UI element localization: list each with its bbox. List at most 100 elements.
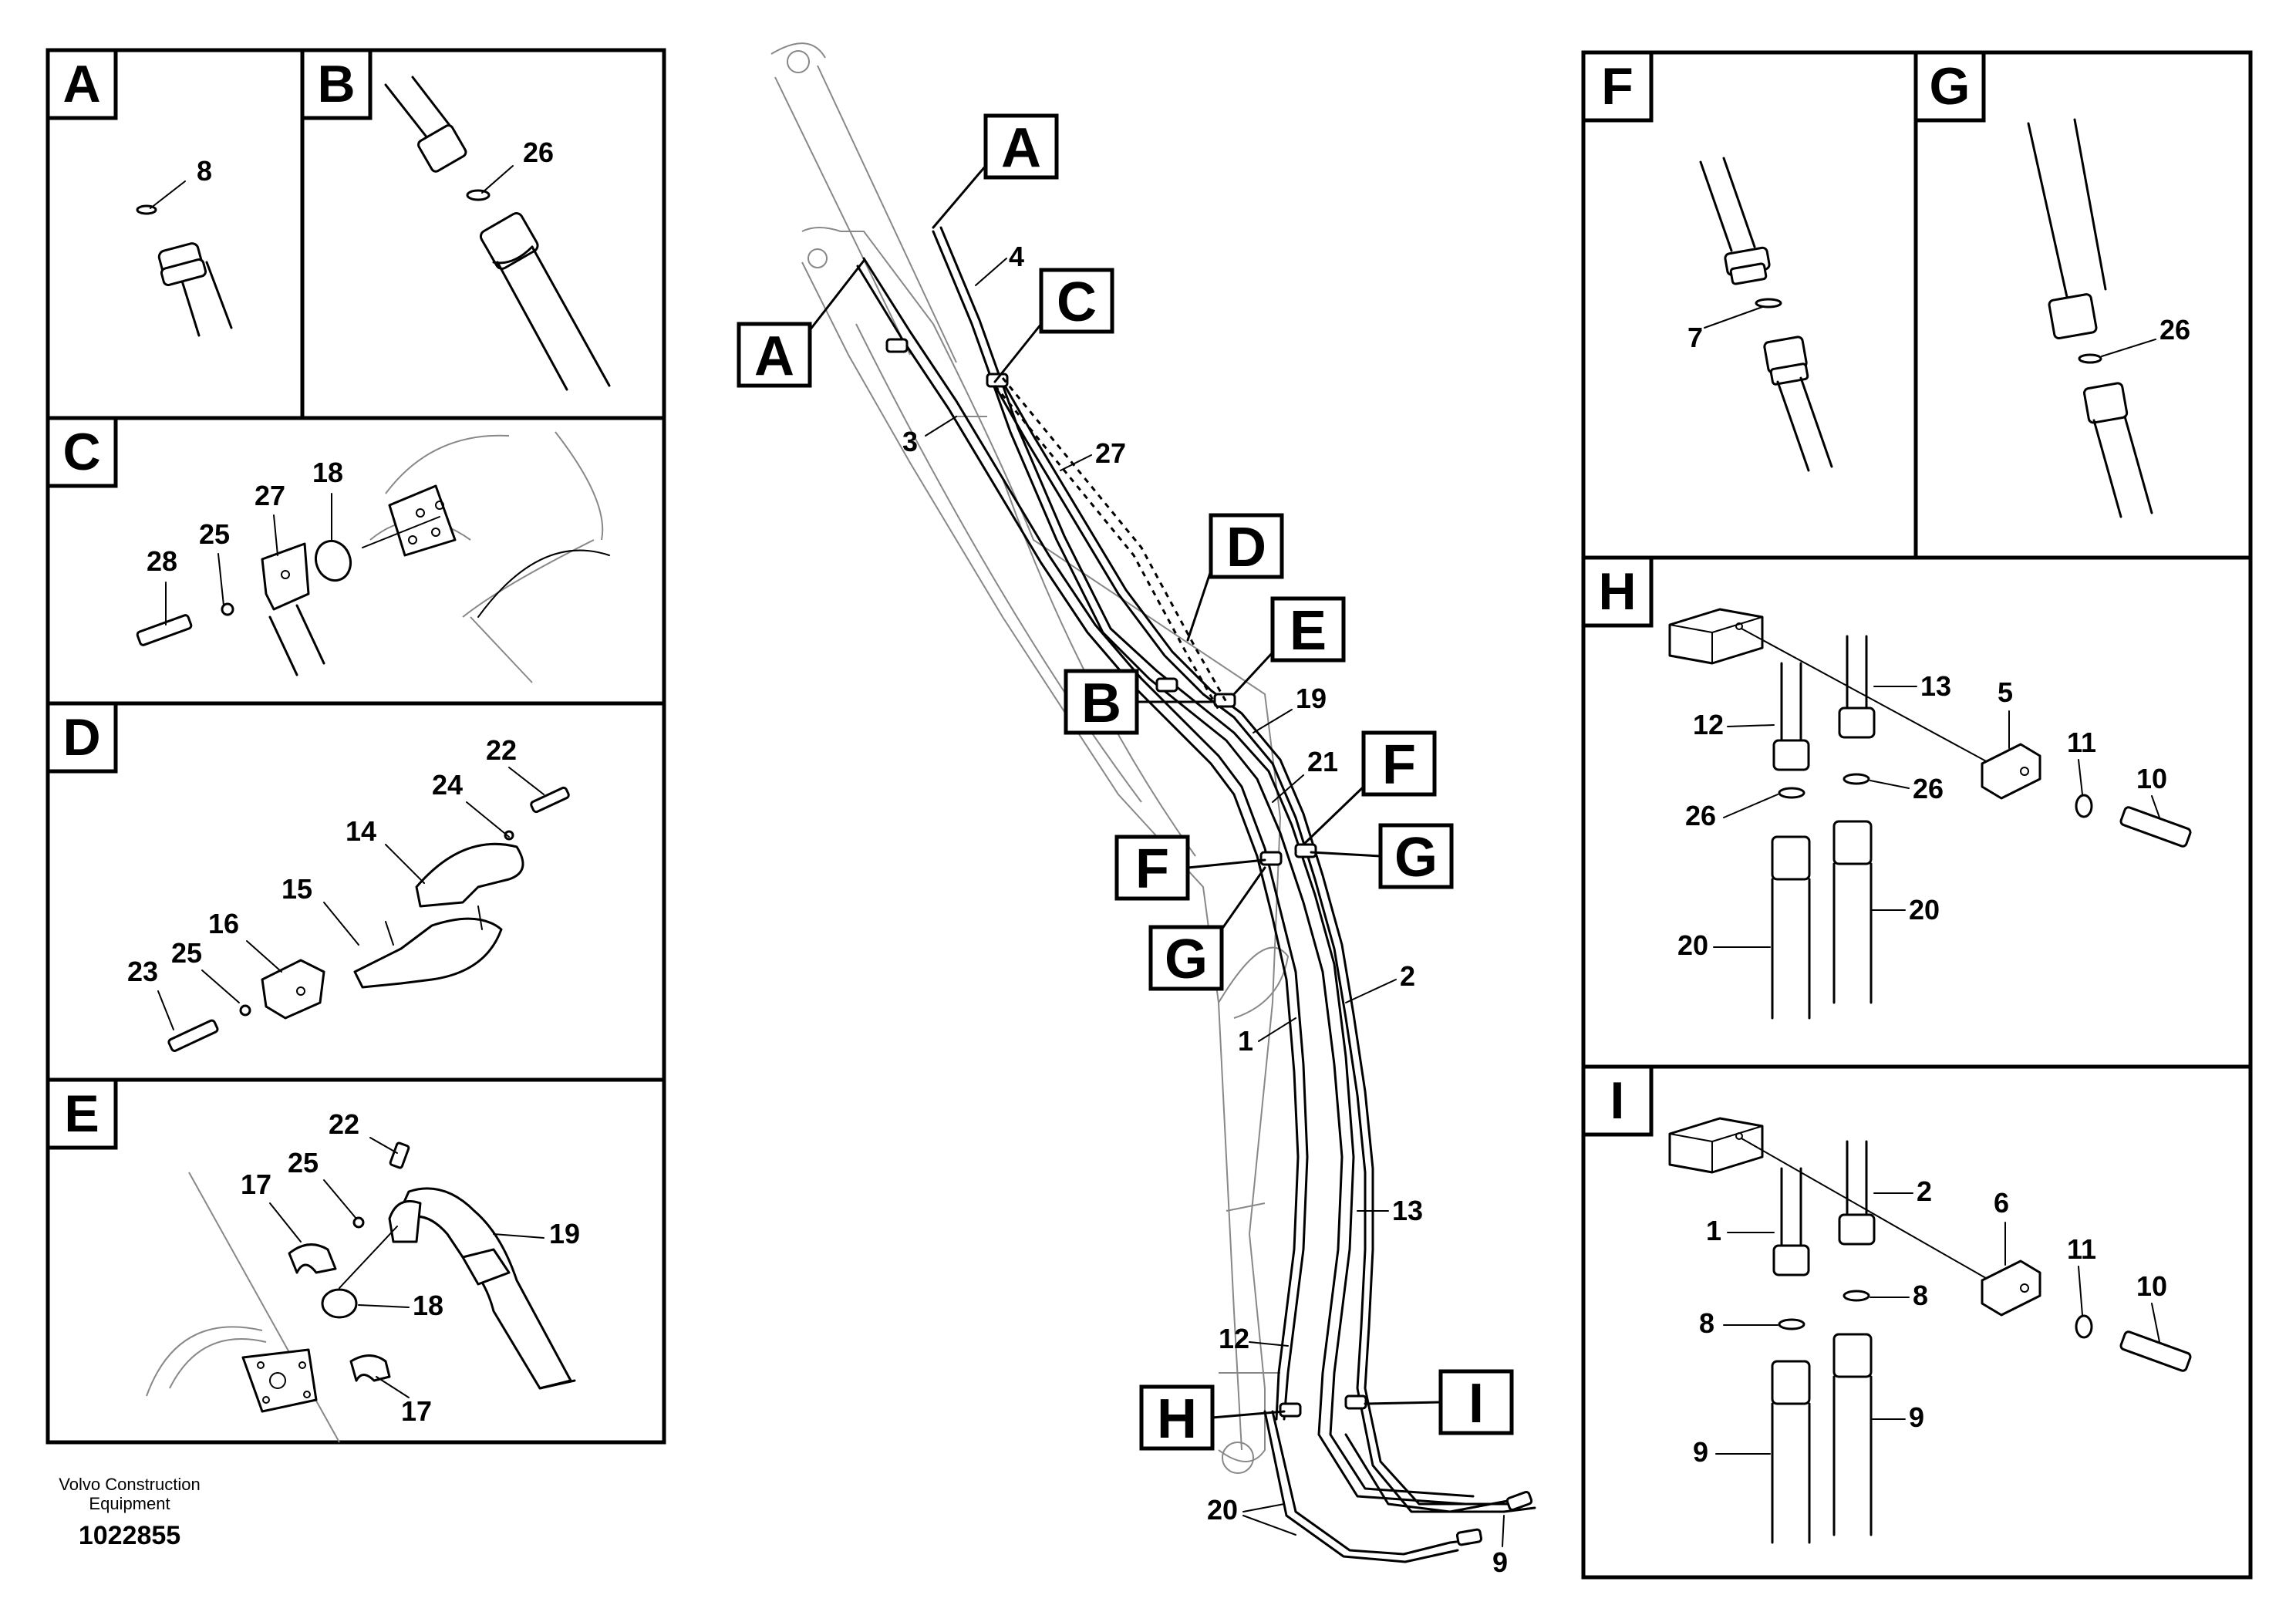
part-label: 1	[1706, 1215, 1721, 1246]
part-label: 13	[1920, 670, 1951, 702]
panel-b-letter: B	[317, 55, 355, 113]
part-label: 22	[486, 734, 517, 766]
callout-b: B	[1064, 669, 1216, 735]
part-label: 24	[432, 769, 463, 801]
part-label: 15	[282, 873, 312, 905]
part-label: 10	[2136, 1270, 2167, 1302]
callout-f-right: F	[1302, 730, 1437, 846]
part-label: 26	[523, 137, 554, 168]
svg-text:2: 2	[1400, 960, 1415, 992]
callout-d: D	[1186, 513, 1284, 642]
part-label: 5	[1998, 676, 2013, 708]
main-part-labels: 4 3 27 19 21 2 1 13 12 20 9	[902, 241, 1508, 1578]
svg-text:A: A	[754, 325, 794, 387]
detail-panel-e: E 22 25 17 19 18 17	[46, 1077, 580, 1443]
part-label: 25	[171, 937, 202, 969]
part-label: 17	[241, 1168, 271, 1200]
part-label: 9	[1693, 1436, 1708, 1468]
part-label: 18	[413, 1290, 443, 1321]
part-label: 16	[208, 908, 239, 939]
svg-text:12: 12	[1219, 1323, 1249, 1354]
panel-d-letter: D	[62, 708, 100, 767]
callout-i: I	[1364, 1369, 1514, 1435]
detail-panel-c: C 28 25 27 18	[46, 416, 610, 683]
svg-text:C: C	[1057, 271, 1097, 333]
drawing-code: 1022855	[79, 1521, 180, 1550]
part-label: 8	[1913, 1280, 1928, 1311]
part-label: 26	[1685, 800, 1716, 831]
part-label: 2	[1917, 1175, 1932, 1207]
part-label: 11	[2067, 727, 2096, 758]
main-callouts: A A C D E B F	[737, 113, 1514, 1451]
detail-panel-a: A 8	[46, 48, 233, 337]
callout-g-left: G	[1148, 866, 1266, 991]
detail-panel-d: D 22 24 14 15 16 25 23	[46, 701, 570, 1052]
panel-e-letter: E	[64, 1084, 99, 1143]
svg-text:I: I	[1468, 1373, 1484, 1435]
callout-a-left: A	[737, 259, 865, 388]
svg-text:27: 27	[1095, 437, 1126, 469]
svg-text:G: G	[1394, 827, 1438, 889]
main-boom-assembly	[770, 42, 1536, 1563]
detail-panel-i: I 2 1 6 11 10 8 8 9 9	[1581, 1064, 2192, 1544]
part-label: 26	[2159, 314, 2190, 346]
detail-panel-g: G 26	[1913, 50, 2190, 518]
caption-line-2: Equipment	[89, 1494, 170, 1513]
part-label: 23	[127, 956, 158, 987]
publisher-caption: Volvo Construction Equipment 1022855	[59, 1475, 200, 1550]
detail-panel-b: B 26	[300, 48, 611, 391]
part-label: 8	[197, 155, 212, 187]
part-label: 11	[2067, 1233, 2096, 1265]
detail-panel-h: H 13 12 5 11 10 26 26 20 20	[1581, 555, 2192, 1020]
part-label: 18	[312, 457, 343, 488]
svg-text:1: 1	[1238, 1025, 1253, 1057]
detail-panel-f: F 7	[1581, 50, 1833, 472]
callout-f-left: F	[1114, 835, 1266, 901]
svg-text:19: 19	[1296, 683, 1327, 714]
part-label: 6	[1994, 1187, 2009, 1219]
panel-f-letter: F	[1601, 57, 1633, 116]
callout-a-top: A	[932, 113, 1059, 229]
part-label: 25	[288, 1147, 319, 1179]
part-label: 8	[1699, 1307, 1714, 1339]
part-label: 10	[2136, 763, 2167, 794]
panel-g-letter: G	[1930, 57, 1971, 116]
svg-text:20: 20	[1207, 1494, 1238, 1526]
part-label: 28	[147, 545, 177, 577]
part-label: 19	[549, 1218, 580, 1249]
svg-text:B: B	[1081, 673, 1121, 734]
part-label: 14	[346, 815, 376, 847]
part-label: 26	[1913, 773, 1944, 804]
callout-h: H	[1139, 1384, 1286, 1451]
part-label: 20	[1677, 929, 1708, 961]
callout-g-right: G	[1310, 823, 1454, 889]
caption-line-1: Volvo Construction	[59, 1475, 200, 1494]
svg-text:3: 3	[902, 426, 918, 457]
svg-text:E: E	[1290, 600, 1327, 662]
callout-e: E	[1232, 596, 1346, 696]
part-label: 25	[199, 518, 230, 550]
part-label: 7	[1687, 322, 1703, 353]
panel-i-letter: I	[1610, 1071, 1625, 1130]
svg-text:F: F	[1382, 734, 1416, 796]
callout-c: C	[993, 268, 1114, 383]
panel-h-letter: H	[1598, 562, 1636, 621]
svg-text:D: D	[1226, 517, 1266, 578]
part-label: 17	[401, 1395, 432, 1427]
svg-text:G: G	[1165, 929, 1208, 990]
svg-text:H: H	[1157, 1388, 1197, 1450]
part-label: 12	[1693, 709, 1724, 740]
svg-text:21: 21	[1307, 746, 1338, 777]
svg-text:A: A	[1001, 117, 1041, 179]
panel-a-letter: A	[62, 55, 100, 113]
svg-text:F: F	[1135, 838, 1169, 900]
part-label: 9	[1909, 1401, 1924, 1433]
panel-c-letter: C	[62, 423, 100, 481]
part-label: 22	[329, 1108, 359, 1140]
svg-text:13: 13	[1392, 1195, 1423, 1226]
svg-text:4: 4	[1009, 241, 1024, 272]
svg-text:9: 9	[1492, 1546, 1508, 1578]
part-label: 27	[255, 480, 285, 511]
part-label: 20	[1909, 894, 1940, 926]
